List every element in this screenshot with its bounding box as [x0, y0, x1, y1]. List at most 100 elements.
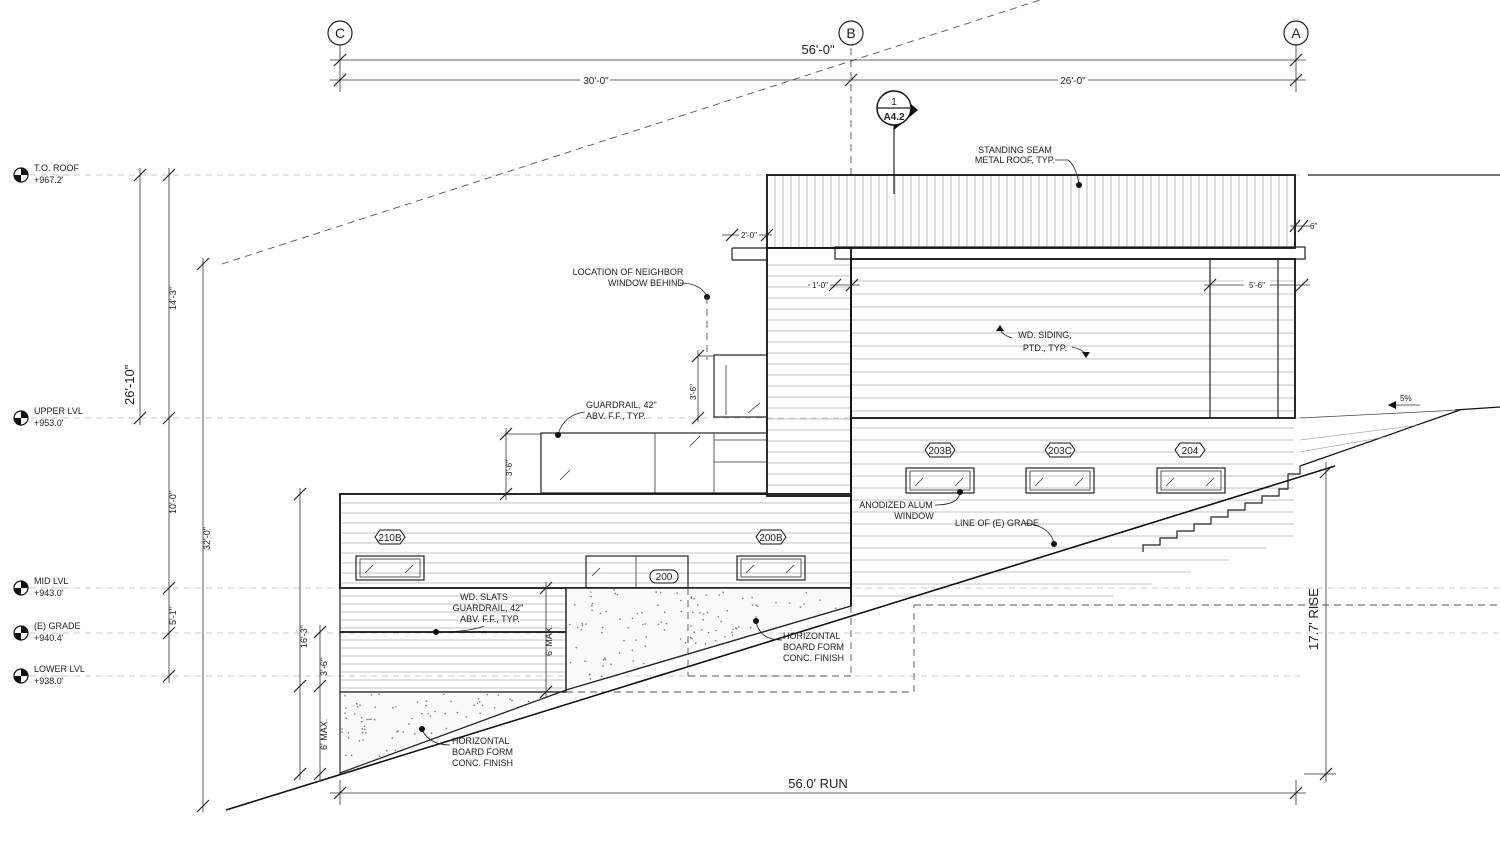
concrete-speckle [378, 755, 381, 757]
concrete-speckle [642, 623, 644, 626]
svg-text:30'-0": 30'-0" [583, 76, 609, 87]
svg-text:14'-3": 14'-3" [168, 287, 178, 310]
level-marker-lower: LOWER LVL +938.0' [13, 664, 85, 686]
concrete-speckle [341, 728, 343, 730]
concrete-speckle [680, 610, 683, 613]
concrete-walls [339, 587, 1500, 774]
svg-text:WD. SLATS: WD. SLATS [460, 592, 508, 602]
concrete-speckle [414, 733, 416, 735]
concrete-speckle [477, 698, 480, 700]
guard-height-dimension: 3'-6" [689, 349, 714, 425]
concrete-speckle [456, 711, 459, 714]
concrete-speckle [655, 591, 657, 593]
concrete-speckle [755, 604, 757, 606]
exterior-stairs [1142, 466, 1301, 552]
run-dimension: 56.0' RUN [330, 776, 1306, 805]
concrete-speckle [374, 706, 376, 708]
concrete-speckle [361, 728, 364, 730]
concrete-speckle [476, 702, 479, 705]
concrete-speckle [493, 707, 496, 709]
concrete-speckle [659, 591, 662, 594]
note-guardrail: GUARDRAIL, 42" ABV. F.F., TYP. [555, 400, 657, 438]
concrete-speckle [444, 712, 447, 715]
concrete-speckle [527, 700, 530, 703]
svg-text:3'-6": 3'-6" [319, 658, 329, 676]
note-board-form-mid: HORIZONTAL BOARD FORM CONC. FINISH [753, 618, 844, 663]
concrete-speckle [391, 737, 394, 739]
svg-text:200: 200 [656, 572, 673, 583]
concrete-speckle [421, 712, 423, 715]
concrete-speckle [602, 665, 604, 667]
concrete-speckle [591, 604, 593, 607]
bay-dimensions: 30'-0" 26'-0" [330, 73, 1306, 87]
concrete-speckle [644, 623, 647, 625]
concrete-speckle [362, 739, 364, 741]
concrete-speckle [392, 706, 394, 709]
concrete-speckle [588, 673, 591, 676]
svg-text:LOWER LVL: LOWER LVL [34, 664, 85, 674]
concrete-speckle [353, 713, 356, 715]
svg-text:16'-3": 16'-3" [299, 625, 309, 648]
concrete-speckle [610, 663, 612, 665]
concrete-speckle [481, 704, 484, 707]
concrete-speckle [707, 631, 710, 634]
concrete-speckle [642, 662, 645, 665]
concrete-speckle [347, 737, 350, 739]
concrete-speckle [755, 616, 757, 618]
total-height-dimension: 26'-10" [122, 168, 147, 425]
concrete-speckle [692, 611, 694, 614]
note-neighbor-window: LOCATION OF NEIGHBOR WINDOW BEHIND [573, 267, 710, 360]
concrete-speckle [445, 727, 448, 730]
svg-text:GUARDRAIL, 42": GUARDRAIL, 42" [453, 603, 524, 613]
concrete-speckle [724, 636, 726, 638]
svg-text:203C: 203C [1048, 446, 1072, 457]
concrete-speckle [473, 704, 476, 706]
svg-text:5%: 5% [1400, 394, 1412, 403]
concrete-speckle [604, 658, 607, 661]
concrete-speckle [344, 695, 346, 697]
concrete-speckle [581, 624, 584, 627]
concrete-speckle [365, 731, 367, 734]
svg-text:+953.0': +953.0' [34, 418, 64, 428]
slope-indicator: 5% [1388, 394, 1420, 409]
concrete-speckle [584, 660, 586, 662]
concrete-speckle [590, 595, 592, 598]
rise-dimension: 17.7' RISE [1304, 462, 1336, 782]
concrete-speckle [373, 718, 376, 721]
concrete-speckle [356, 705, 359, 708]
concrete-speckle [738, 626, 740, 628]
note-board-form-low: HORIZONTAL BOARD FORM CONC. FINISH [419, 726, 513, 768]
concrete-speckle [361, 731, 364, 734]
svg-text:203B: 203B [928, 446, 952, 457]
svg-text:A: A [1291, 25, 1301, 41]
fascia-offset-dimension: 1'-0" [808, 278, 860, 292]
svg-text:WD. SIDING,: WD. SIDING, [1018, 330, 1072, 340]
concrete-speckle [580, 628, 583, 631]
svg-text:26'-10": 26'-10" [122, 364, 137, 405]
concrete-speckle [663, 629, 666, 631]
note-wood-slats: WD. SLATS GUARDRAIL, 42" ABV. F.F., TYP. [433, 592, 523, 635]
concrete-speckle [450, 700, 452, 703]
concrete-speckle [631, 649, 634, 652]
svg-text:BOARD FORM: BOARD FORM [783, 642, 844, 652]
concrete-speckle [715, 629, 717, 632]
concrete-speckle [497, 694, 500, 696]
concrete-speckle [680, 599, 682, 602]
svg-text:1: 1 [891, 97, 897, 108]
concrete-speckle [641, 611, 643, 614]
concrete-speckle [614, 592, 616, 595]
note-roof: STANDING SEAM METAL ROOF, TYP. [975, 145, 1082, 188]
svg-text:ANODIZED ALUM: ANODIZED ALUM [859, 500, 933, 510]
concrete-speckle [434, 710, 436, 713]
concrete-speckle [370, 694, 373, 696]
svg-text:+967.2': +967.2' [34, 175, 64, 185]
concrete-speckle [443, 693, 445, 696]
concrete-speckle [425, 704, 427, 707]
concrete-speckle [604, 657, 606, 659]
concrete-speckle [775, 601, 777, 604]
concrete-speckle [644, 645, 647, 647]
concrete-speckle [699, 611, 701, 614]
concrete-speckle [657, 623, 660, 626]
note-siding: WD. SIDING, PTD., TYP. [996, 325, 1090, 358]
note-window: ANODIZED ALUM WINDOW [859, 489, 963, 521]
